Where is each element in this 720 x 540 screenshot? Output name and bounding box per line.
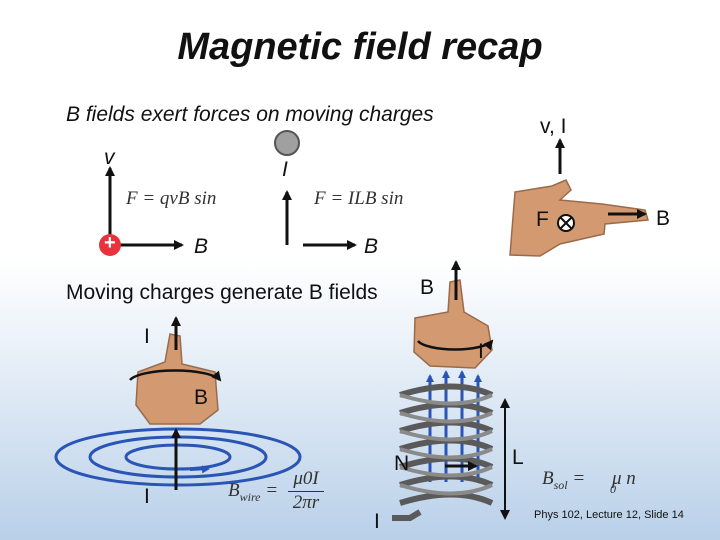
into-page-icon-stroke-b: [559, 216, 573, 230]
equation-b-sol: Bsol =: [542, 468, 586, 492]
label-i-wire-hand: I: [144, 325, 150, 348]
label-i-solenoid: I: [374, 510, 380, 533]
generate-heading: Moving charges generate B fields: [66, 281, 378, 304]
label-v-i-hand: v, I: [540, 115, 567, 138]
moving-charge-diagram: [99, 166, 184, 256]
label-north: N: [394, 452, 410, 475]
b-sol-sub: sol: [553, 477, 568, 492]
right-hand-loop: [413, 260, 494, 369]
b-wire-sub: wire: [239, 489, 261, 504]
positive-charge: [99, 234, 121, 256]
b-sol-zero: 0: [610, 482, 616, 496]
loop-circulation-arrow: [417, 339, 494, 351]
b-wire-numerator: μ0I: [288, 468, 324, 492]
field-ring-inner: [124, 443, 232, 471]
label-force-hand: F: [536, 208, 549, 231]
label-i-upper-loop: I: [478, 340, 484, 363]
equation-b-wire: Bwire =: [228, 480, 279, 504]
label-length: L: [512, 446, 524, 469]
b-sol-lhs: B: [542, 468, 554, 489]
wire-cross-section: [274, 130, 300, 156]
force-heading: B fields exert forces on moving charges: [66, 103, 434, 127]
field-ring-middle: [88, 435, 268, 479]
b-wire-denominator: 2πr: [292, 492, 320, 513]
label-velocity: v: [104, 146, 115, 169]
solenoid-lead: [392, 509, 422, 521]
hand-loop-shape: [413, 279, 493, 369]
straight-wire-field: [54, 316, 302, 490]
label-i-bottom: I: [144, 485, 150, 508]
charge-sign: +: [104, 232, 116, 254]
label-b-upper-loop: B: [420, 276, 435, 299]
hand-force-shape: [509, 179, 649, 257]
wire-circulation-arrow: [129, 369, 222, 382]
wire-force-diagram: [274, 130, 357, 250]
label-b-wire-hand: B: [194, 386, 209, 409]
slide-footer: Phys 102, Lecture 12, Slide 14: [534, 509, 684, 521]
equation-force-charge: F = qvB sin: [126, 188, 217, 209]
field-direction-arrow: [189, 465, 210, 474]
label-b-wire: B: [364, 235, 379, 258]
label-b-charge: B: [194, 235, 209, 258]
solenoid: [392, 370, 510, 521]
label-current-top: I: [282, 158, 288, 181]
b-sol-rhs: μ n: [612, 468, 636, 489]
equation-force-wire: F = ILB sin: [314, 188, 404, 209]
force-heading-text: B fields exert forces on moving charges: [66, 103, 434, 126]
b-wire-fraction: μ0I 2πr: [288, 468, 324, 514]
right-hand-force: [509, 138, 649, 257]
slide-title: Magnetic field recap: [177, 26, 543, 68]
label-b-hand: B: [656, 207, 671, 230]
b-wire-lhs: B: [228, 480, 240, 501]
solenoid-coil-back: [399, 393, 493, 496]
